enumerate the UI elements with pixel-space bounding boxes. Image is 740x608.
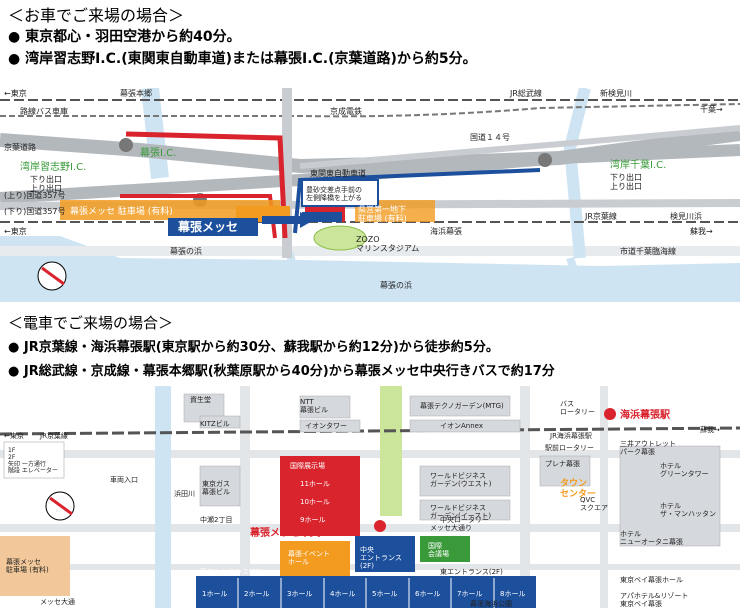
label-aeon-annex: イオンAnnex — [440, 422, 483, 430]
label-makuhari-ic: 幕張I.C. — [140, 146, 176, 159]
label-event-hall: 幕張イベントホール — [288, 549, 330, 566]
label-car-entrance: 車両入口 — [110, 475, 138, 484]
label-chuo-entrance: 中央エントランス(2F) — [360, 545, 402, 570]
label-east-ent: 東エントランス(2F) — [440, 567, 503, 576]
label-makuhari-park: 幕張海浜公園 — [470, 599, 512, 608]
label-hotel-green: ホテルグリーンタワー — [660, 462, 709, 478]
train-line-1: JR京葉線・海浜幕張駅(東京駅から約30分、蘇我駅から約12分)から徒歩約5分。 — [8, 336, 499, 355]
label-keiyo-road: 京葉道路 — [4, 142, 36, 152]
label-int-conf: 国際会議場 — [428, 541, 449, 558]
label-note-box: 豊砂交差点手前の左側降橋を上がる — [306, 185, 362, 202]
label-jr-kaihin: JR海浜幕張駅 — [549, 431, 592, 440]
label-int-hall: 国際展示場 — [290, 461, 325, 470]
label-jr-sobu: JR総武線 — [509, 88, 542, 98]
label-outlet: 三井アウトレットパーク幕張 — [620, 439, 676, 456]
car-line-2: 湾岸習志野I.C.(東関東自動車道)または幕張I.C.(京葉道路)から約5分。 — [8, 48, 477, 68]
label-kaihin-station: 海浜幕張駅 — [620, 408, 671, 421]
label-makuhari-hongo: 幕張本郷 — [120, 88, 152, 98]
label-world-west: ワールドビジネスガーデン(ウエスト) — [430, 471, 492, 488]
label-messe-parking: 幕張メッセ駐車場 (有料) — [6, 557, 49, 574]
label-kokudo14: 国道１４号 — [470, 132, 510, 142]
label-prena: プレナ幕張 — [545, 459, 580, 468]
label-seaside: 市道千葉臨海線 — [620, 246, 676, 256]
label-chuo-rotary: 中央ロータリー — [440, 515, 489, 524]
label-chuo2: 中瀬2丁目 — [200, 515, 232, 524]
label-tokyo-w: ←東京 — [4, 88, 27, 98]
label-mtg: 幕張テクノガーデン(MTG) — [420, 401, 504, 410]
label-tokyo-w: ←東京 — [4, 431, 24, 440]
label-h7: 7ホール — [457, 590, 482, 598]
label-h1: 1ホール — [202, 590, 227, 598]
label-chika-parking: 県営第一地下駐車場 (有料) — [358, 204, 407, 223]
label-route357-down: (下り)国道357号 — [4, 206, 66, 216]
label-jr-keiyo: JR京葉線 — [584, 211, 617, 221]
train-heading: ＜電車でご来場の場合＞ — [8, 314, 174, 332]
label-bus-rotary: バスロータリー — [560, 400, 595, 416]
label-messe-chuo: 幕張メッセ中央 — [249, 526, 321, 539]
car-line-1: 東京都心・羽田空港から約40分。 — [8, 26, 240, 46]
label-h6: 6ホール — [415, 590, 440, 598]
label-narashino-ic: 湾岸習志野I.C. — [20, 160, 86, 173]
label-hotel-manhattan: ホテルザ・マンハッタン — [660, 502, 716, 518]
label-h2: 2ホール — [244, 590, 269, 598]
car-route-map: ←東京 幕張本郷 JR総武線 新検見川 千葉→ 路線バス車庫 京成電鉄 京葉道路… — [0, 88, 740, 302]
label-h5: 5ホール — [372, 590, 397, 598]
label-tokyo-gas: 東京ガス幕張ビル — [202, 479, 230, 496]
label-h8: 8ホール — [500, 590, 525, 598]
label-world-east: ワールドビジネスガーデン(イースト) — [430, 503, 491, 520]
label-kaihin: 海浜幕張 — [430, 226, 462, 236]
label-hamata: 浜田川 — [174, 489, 195, 498]
label-apa: アパホテル&リゾート東京ベイ幕張 — [620, 592, 688, 608]
label-shiseido: 資生堂 — [190, 395, 211, 404]
label-jr-keiyo: JR京葉線 — [39, 431, 68, 440]
label-chiba-e: 千葉→ — [700, 104, 723, 114]
label-shin-kemigawa: 新検見川 — [600, 88, 632, 98]
label-hall9: 9ホール — [300, 516, 325, 524]
label-chiba-exits: 下り出口上り出口 — [610, 172, 642, 191]
label-chiba-ic: 湾岸千葉I.C. — [610, 158, 666, 171]
label-aeon: イオンタワー — [305, 421, 347, 430]
label-hotel-newotani: ホテルニューオータニ幕張 — [620, 530, 683, 546]
train-line-2: JR総武線・京成線・幕張本郷駅(秋葉原駅から40分)から幕張メッセ中央行きバスで… — [8, 360, 555, 379]
label-tokyo-w2: ←東京 — [4, 226, 27, 236]
label-makuhari-beach2: 幕張の浜 — [380, 280, 412, 290]
label-messe-parking: 幕張メッセ 駐車場 (有料) — [70, 205, 173, 217]
label-hall10: 10ホール — [300, 498, 330, 506]
label-soga: 蘇我→ — [690, 226, 713, 236]
label-town-center: タウンセンター — [560, 477, 596, 499]
label-west-ent: 西エントランス(2F) — [200, 568, 263, 576]
label-h3: 3ホール — [287, 590, 312, 598]
label-route357: (上り)国道357号 — [4, 190, 66, 200]
label-messe-dori: メッセ大通 — [40, 597, 75, 606]
label-narashino-exits: 下り出口上り出口 — [30, 174, 62, 193]
car-heading: ＜お車でご来場の場合＞ — [8, 6, 185, 25]
label-ekimae-rotary: 駅前ロータリー — [545, 443, 594, 452]
label-kitz: KITZビル — [200, 419, 230, 428]
label-makuhari-beach: 幕張の浜 — [170, 246, 202, 256]
label-hall11: 11ホール — [300, 480, 330, 488]
label-messe-name: 幕張メッセ — [177, 219, 238, 234]
label-route-bus: 路線バス車庫 — [20, 106, 68, 116]
label-h4: 4ホール — [330, 590, 355, 598]
label-messe-odori: メッセ大通り — [430, 523, 472, 532]
label-kemigawa-hama: 検見川浜 — [670, 211, 702, 221]
label-tokyo-bay: 東京ベイ幕張ホール — [620, 575, 683, 584]
label-higashi-kanto: 東関東自動車道 — [310, 168, 366, 178]
label-keisei: 京成電鉄 — [330, 106, 362, 116]
label-soga: 蘇我→ — [700, 425, 720, 434]
